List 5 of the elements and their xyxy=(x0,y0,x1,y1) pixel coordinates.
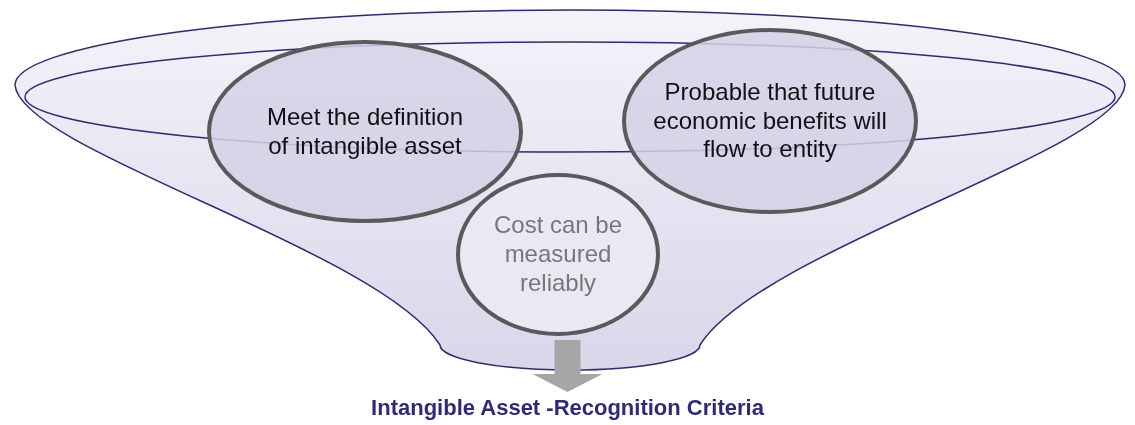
diagram-caption: Intangible Asset -Recognition Criteria xyxy=(371,394,764,422)
criterion-text: Cost can be measured reliably xyxy=(492,211,624,298)
block-arrow xyxy=(532,340,603,392)
criterion-text: Probable that future economic benefits will flow to entity xyxy=(652,77,888,165)
criterion-text: Meet the definition of intangible asset xyxy=(265,102,465,161)
